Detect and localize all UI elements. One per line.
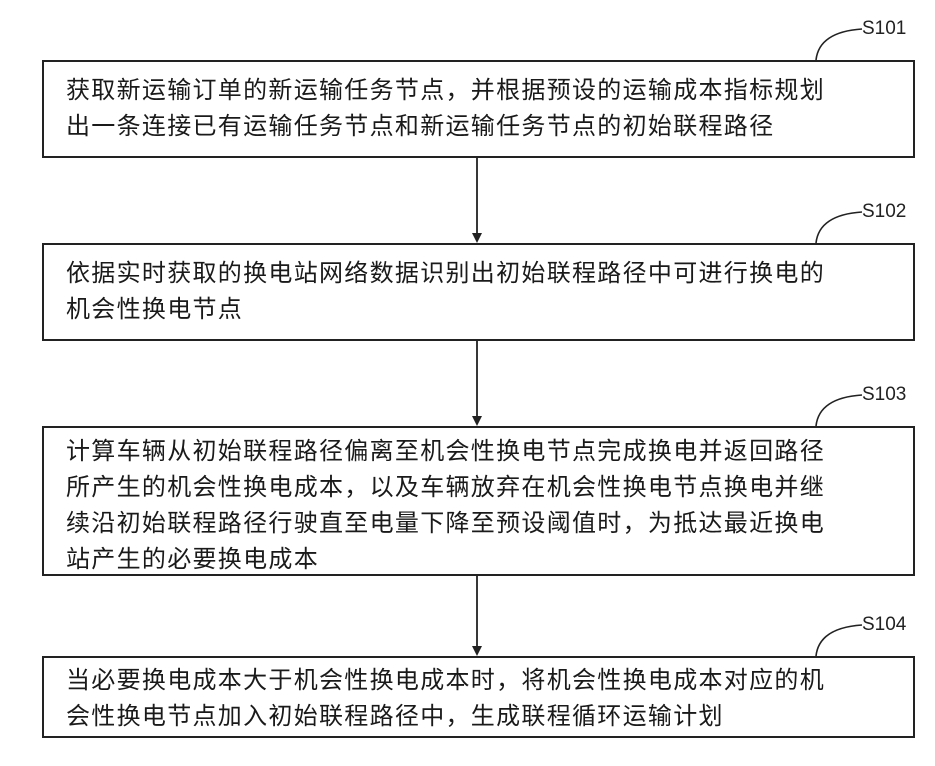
leader-curve-s104 (816, 625, 862, 656)
leader-curve-s103 (816, 395, 862, 426)
leader-curve-s101 (816, 29, 862, 60)
leader-curve-s102 (816, 212, 862, 243)
